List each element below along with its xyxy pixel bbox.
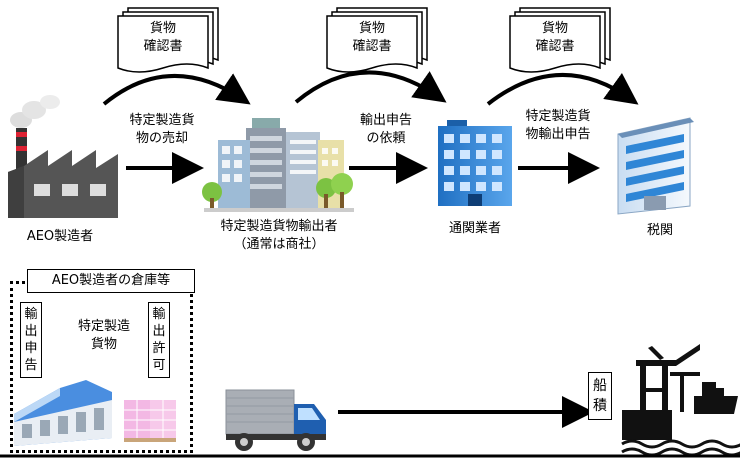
document-label-line: 確認書: [352, 39, 392, 54]
factory-icon: [8, 95, 118, 218]
flow-label-declaration: 特定製造貨 物輸出申告: [516, 108, 600, 144]
flow-label-line: 物輸出申告: [525, 127, 591, 142]
goods-label-line: 特定製造: [77, 319, 130, 334]
truck-icon: [225, 389, 326, 451]
flow-label-line: 輸出申告: [359, 113, 412, 128]
document-label-line: 貨物: [149, 21, 176, 36]
vertical-char: 輸: [152, 307, 166, 322]
goods-label-line: 貨物: [90, 337, 117, 352]
document-flow-arrow: [294, 70, 447, 104]
loading-label-box: 船 積: [588, 372, 612, 420]
vertical-char: 船: [593, 378, 607, 394]
vertical-char: 可: [152, 358, 166, 373]
vertical-char: 積: [593, 398, 607, 414]
flow-label-line: の依頼: [366, 131, 406, 146]
document-label-line: 確認書: [535, 39, 575, 54]
warehouse-title: AEO製造者の倉庫等: [27, 269, 195, 293]
document-flow-arrow: [102, 73, 251, 106]
flow-label-line: 特定製造貨: [129, 113, 195, 128]
exporter-label-line: （通常は商社）: [233, 237, 325, 252]
customs-building-icon: [617, 117, 694, 215]
exporter-building-icon: [202, 118, 354, 212]
flow-label-request: 輸出申告 の依頼: [348, 112, 424, 148]
vertical-char: 許: [152, 341, 166, 356]
vertical-char: 出: [24, 324, 38, 339]
document-label-line: 確認書: [143, 39, 183, 54]
flow-label-line: 特定製造貨: [525, 109, 591, 124]
vertical-char: 出: [152, 324, 166, 339]
exporter-label: 特定製造貨物輸出者 （通常は商社）: [196, 218, 362, 254]
export-declaration-box: 輸 出 申 告: [20, 302, 42, 378]
export-permit-box: 輸 出 許 可: [148, 302, 170, 378]
vertical-char: 申: [24, 341, 38, 356]
document-label: 貨物 確認書: [118, 20, 208, 56]
manufacturer-label: AEO製造者: [26, 229, 94, 244]
document-flow-arrow: [486, 72, 639, 106]
document-label: 貨物 確認書: [327, 20, 417, 56]
cargo-pallets-icon: [124, 400, 176, 442]
flow-label-line: 物の売却: [135, 131, 188, 146]
customs-broker-label: 通関業者: [448, 221, 501, 236]
document-label-line: 貨物: [541, 21, 568, 36]
vertical-char: 輸: [24, 307, 38, 322]
customs-label: 税関: [646, 223, 673, 238]
vertical-char: 告: [24, 358, 38, 373]
exporter-label-line: 特定製造貨物輸出者: [220, 219, 338, 234]
document-label: 貨物 確認書: [510, 20, 600, 56]
flow-label-sale: 特定製造貨 物の売却: [120, 112, 204, 148]
goods-label: 特定製造 貨物: [64, 318, 144, 354]
customs-broker-building-icon: [438, 120, 512, 206]
document-label-line: 貨物: [358, 21, 385, 36]
document-icon: [509, 7, 611, 73]
document-icon: [326, 7, 428, 73]
port-ship-icon: [621, 344, 740, 457]
document-icon: [117, 7, 219, 73]
warehouse-icon: [14, 380, 112, 446]
